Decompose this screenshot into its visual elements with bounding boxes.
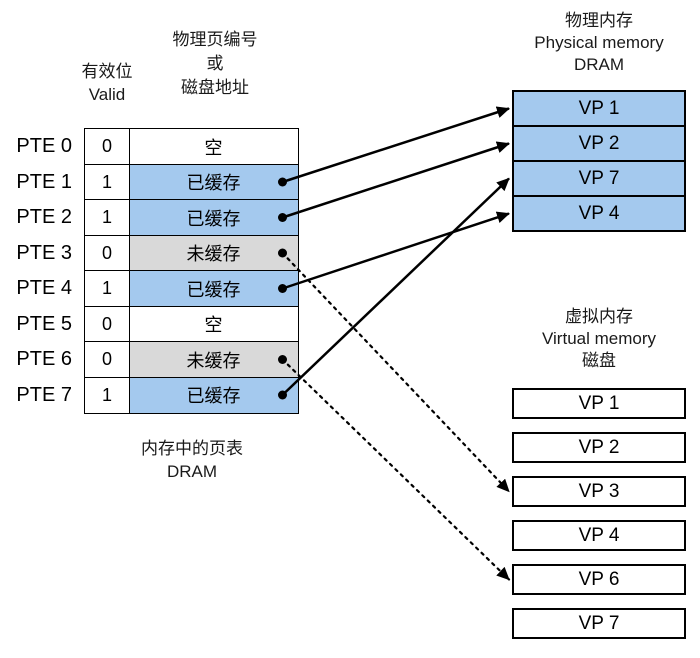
mapping-arrow-pte-7 [281, 177, 510, 396]
address-header-line3: 磁盘地址 [181, 78, 249, 97]
status-cell: 已缓存 [128, 199, 299, 236]
mapping-arrow-pte-6 [281, 358, 511, 581]
valid-bit-cell: 1 [84, 199, 130, 236]
status-cell: 空 [128, 128, 299, 165]
virtual-page-row: VP 7 [512, 608, 686, 639]
virtual-page-row: VP 6 [512, 564, 686, 595]
physical-page-row: VP 1 [512, 90, 686, 127]
virtual-page-row: VP 3 [512, 476, 686, 507]
address-header-line2: 或 [206, 54, 224, 73]
pte-label: PTE 2 [16, 206, 72, 228]
virtual-title-zh: 虚拟内存 [565, 307, 633, 326]
address-column-header: 物理页编号 或 磁盘地址 [130, 28, 300, 100]
status-cell: 未缓存 [128, 341, 299, 378]
status-cell: 已缓存 [128, 376, 299, 414]
page-table-caption: 内存中的页表 DRAM [92, 437, 292, 483]
valid-header-zh: 有效位 [81, 62, 133, 81]
address-header-line1: 物理页编号 [172, 30, 258, 49]
valid-column-header: 有效位 Valid [62, 60, 152, 106]
virtual-memory-rows: VP 1 VP 2 VP 3 VP 4 VP 6 VP 7 [512, 388, 686, 639]
valid-bit-cell: 0 [84, 341, 130, 378]
physical-title-en: Physical memory [534, 33, 664, 52]
physical-page-row: VP 7 [512, 160, 686, 197]
caption-line2: DRAM [166, 462, 218, 481]
physical-title-zh: 物理内存 [565, 11, 633, 30]
mapping-arrow-pte-4 [282, 211, 510, 290]
caption-line1: 内存中的页表 [141, 439, 243, 458]
virtual-page-row: VP 1 [512, 388, 686, 419]
valid-bit-cell: 1 [84, 376, 130, 414]
physical-page-row: VP 4 [512, 195, 686, 232]
physical-title-dram: DRAM [573, 55, 625, 74]
pte-label: PTE 4 [16, 277, 72, 299]
pte-label: PTE 3 [16, 241, 72, 264]
virtual-title-en: Virtual memory [542, 329, 656, 348]
valid-header-en: Valid [88, 85, 126, 104]
virtual-title-disk: 磁盘 [582, 351, 616, 370]
valid-bit-cell: 0 [84, 128, 130, 165]
pte-label: PTE 5 [16, 312, 72, 335]
status-cell: 未缓存 [128, 234, 299, 272]
mapping-arrow-pte-3 [281, 251, 511, 493]
status-cell: 已缓存 [128, 270, 299, 307]
virtual-page-row: VP 2 [512, 432, 686, 463]
status-cell: 空 [128, 305, 299, 343]
virtual-page-row: VP 4 [512, 520, 686, 551]
status-cell: 已缓存 [128, 163, 299, 201]
mapping-arrow-pte-1 [282, 106, 510, 184]
pte-label: PTE 1 [16, 170, 72, 193]
virtual-memory-title: 虚拟内存 Virtual memory 磁盘 [512, 306, 686, 372]
valid-bit-cell: 0 [84, 234, 130, 272]
pte-label: PTE 0 [16, 135, 72, 157]
pte-label: PTE 6 [16, 348, 72, 370]
physical-memory-title: 物理内存 Physical memory DRAM [512, 10, 686, 76]
valid-bit-cell: 1 [84, 270, 130, 307]
valid-bit-cell: 1 [84, 163, 130, 201]
mapping-arrow-pte-2 [282, 141, 510, 219]
physical-page-row: VP 2 [512, 125, 686, 162]
valid-bit-cell: 0 [84, 305, 130, 343]
pte-label: PTE 7 [16, 383, 72, 406]
